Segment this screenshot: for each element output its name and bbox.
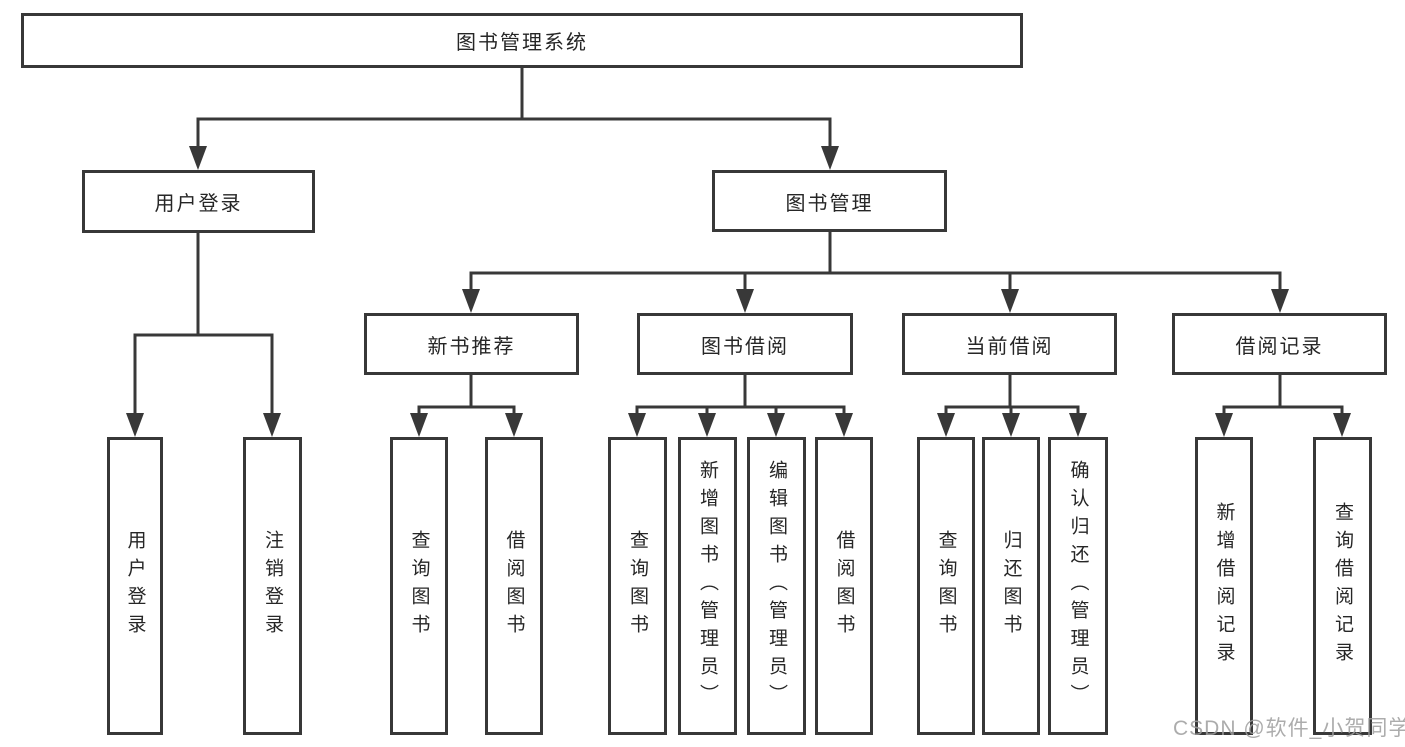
node-root-label: 图书管理系统 bbox=[456, 32, 588, 54]
node-borrow-records: 借阅记录 bbox=[1172, 313, 1387, 375]
leaf-add-books-admin: 新增图书（管理员） bbox=[678, 437, 737, 735]
node-root: 图书管理系统 bbox=[21, 13, 1023, 68]
watermark: CSDN @软件_小贺同学 bbox=[1173, 717, 1405, 740]
leaf-borrow-books-recommend: 借阅图书 bbox=[485, 437, 543, 735]
leaf-logout-label: 注销登录 bbox=[262, 530, 283, 642]
leaf-confirm-return-admin-label: 确认归还（管理员） bbox=[1067, 460, 1089, 712]
leaf-add-borrow-record: 新增借阅记录 bbox=[1195, 437, 1253, 735]
leaf-confirm-return-admin: 确认归还（管理员） bbox=[1048, 437, 1108, 735]
leaf-query-books-borrow: 查询图书 bbox=[608, 437, 667, 735]
leaf-add-borrow-record-label: 新增借阅记录 bbox=[1213, 502, 1235, 670]
leaf-query-books-recommend: 查询图书 bbox=[390, 437, 448, 735]
leaf-edit-books-admin-label: 编辑图书（管理员） bbox=[766, 460, 787, 712]
leaf-edit-books-admin: 编辑图书（管理员） bbox=[747, 437, 806, 735]
node-current-borrow-label: 当前借阅 bbox=[965, 335, 1054, 358]
node-user-login: 用户登录 bbox=[82, 170, 315, 233]
leaf-add-books-admin-label: 新增图书（管理员） bbox=[697, 460, 718, 712]
node-book-borrow: 图书借阅 bbox=[637, 313, 853, 375]
node-current-borrow: 当前借阅 bbox=[902, 313, 1117, 375]
leaf-return-books: 归还图书 bbox=[982, 437, 1040, 735]
arrowhead-icons bbox=[126, 146, 1351, 437]
leaf-query-borrow-record-label: 查询借阅记录 bbox=[1332, 502, 1353, 670]
leaf-query-books-current-label: 查询图书 bbox=[935, 530, 957, 642]
leaf-query-books-borrow-label: 查询图书 bbox=[627, 530, 648, 642]
leaf-query-books-current: 查询图书 bbox=[917, 437, 975, 735]
leaf-borrow-books-recommend-label: 借阅图书 bbox=[503, 530, 525, 642]
node-new-book-recommend-label: 新书推荐 bbox=[427, 335, 516, 358]
leaf-user-login: 用户登录 bbox=[107, 437, 163, 735]
leaf-query-books-recommend-label: 查询图书 bbox=[408, 530, 430, 642]
leaf-logout: 注销登录 bbox=[243, 437, 302, 735]
node-book-borrow-label: 图书借阅 bbox=[701, 335, 789, 358]
leaf-user-login-label: 用户登录 bbox=[124, 530, 146, 642]
node-new-book-recommend: 新书推荐 bbox=[364, 313, 579, 375]
node-book-management: 图书管理 bbox=[712, 170, 947, 232]
leaf-return-books-label: 归还图书 bbox=[1000, 530, 1022, 642]
leaf-borrow-books: 借阅图书 bbox=[815, 437, 873, 735]
leaf-borrow-books-label: 借阅图书 bbox=[833, 530, 855, 642]
leaf-query-borrow-record: 查询借阅记录 bbox=[1313, 437, 1372, 735]
node-borrow-records-label: 借阅记录 bbox=[1235, 335, 1324, 358]
node-book-management-label: 图书管理 bbox=[785, 192, 874, 215]
node-user-login-label: 用户登录 bbox=[154, 193, 243, 215]
